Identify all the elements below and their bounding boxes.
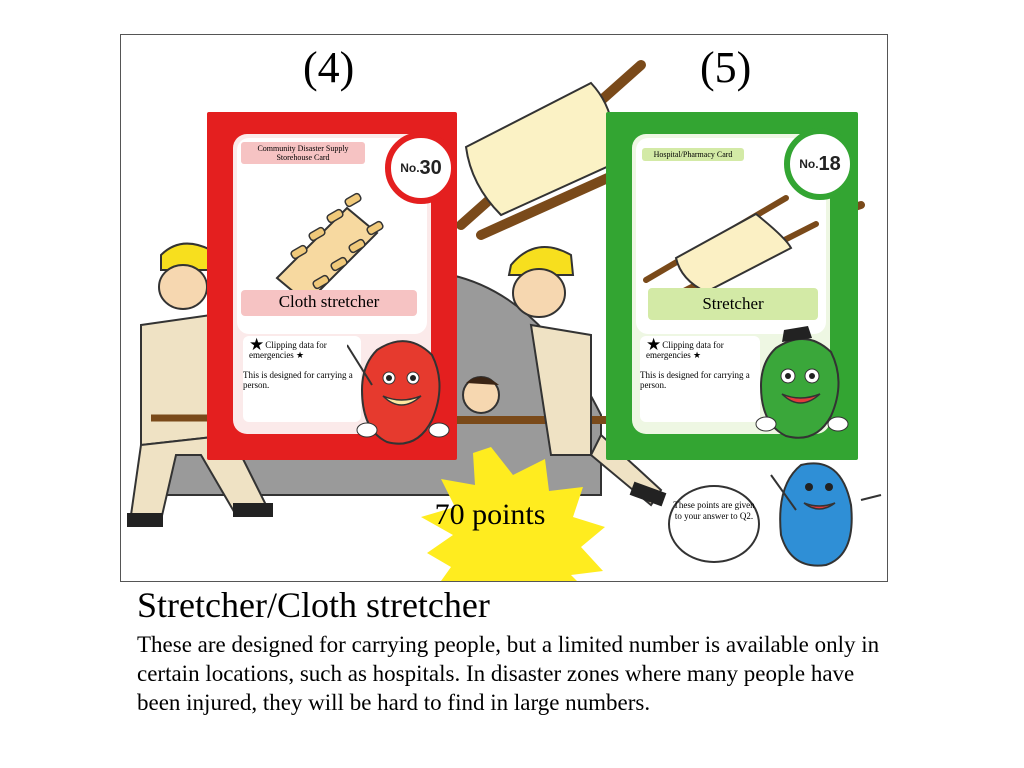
card-stretcher: Hospital/Pharmacy Card No.18 Stretcher ★… [606, 112, 858, 460]
card-number-badge: No.30 [385, 132, 457, 204]
star-icon: ★ [646, 335, 662, 354]
caption-body: These are designed for carrying people, … [137, 632, 880, 715]
speech-bubble: These points are given to your answer to… [668, 485, 760, 563]
badge-prefix: No. [400, 161, 420, 175]
card-description: This is designed for carrying a person. [640, 370, 750, 390]
clip-note-row: ★Clipping data for emergencies ★ [646, 336, 750, 360]
mascot-green-icon [755, 326, 849, 439]
card-item-name: Cloth stretcher [241, 290, 417, 316]
card-item-name: Stretcher [648, 288, 818, 320]
star-icon: ★ [249, 335, 265, 354]
points-starburst [421, 447, 605, 581]
clip-note: Clipping data for emergencies ★ [646, 340, 724, 360]
helmet-icon [507, 246, 575, 276]
card-cloth-stretcher: Community Disaster Supply Storehouse Car… [207, 112, 457, 460]
card-category: Hospital/Pharmacy Card [642, 148, 744, 161]
badge-number: 30 [419, 156, 442, 179]
badge-number: 18 [818, 152, 841, 175]
stretcher-icon [643, 195, 819, 303]
clip-note-row: ★Clipping data for emergencies ★ [249, 336, 353, 360]
mascot-red-icon [347, 340, 450, 445]
card-number-label-left: (4) [303, 43, 355, 92]
card-category: Community Disaster Supply Storehouse Car… [241, 142, 365, 164]
points-label: 70 points [434, 498, 546, 531]
card-number-label-right: (5) [700, 43, 752, 92]
card-description: This is designed for carrying a person. [243, 370, 353, 390]
caption-title: Stretcher/Cloth stretcher [137, 585, 490, 625]
card-note-box: ★Clipping data for emergencies ★ This is… [640, 336, 760, 422]
clip-note: Clipping data for emergencies ★ [249, 340, 327, 360]
mascot-blue-icon [770, 462, 882, 567]
badge-prefix: No. [799, 157, 819, 171]
card-note-box: ★Clipping data for emergencies ★ This is… [243, 336, 361, 422]
card-number-badge: No.18 [784, 128, 856, 200]
